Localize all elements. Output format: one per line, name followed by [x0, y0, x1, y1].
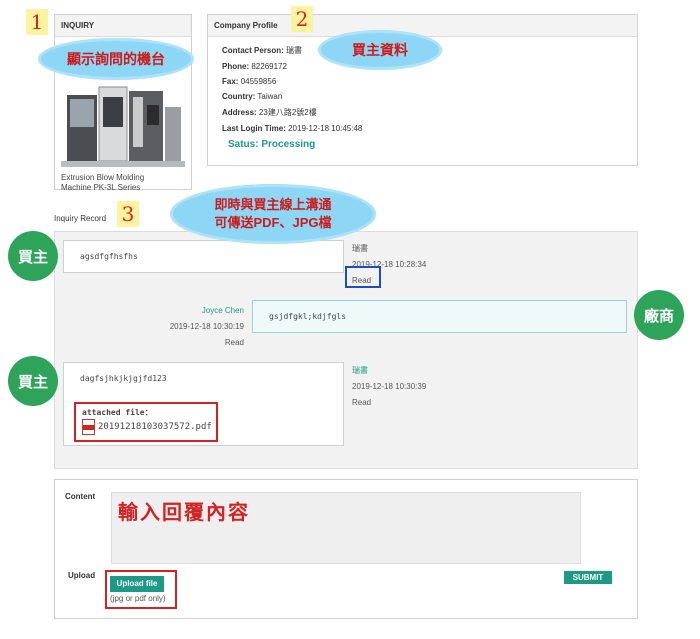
upload-hint: (jpg or pdf only): [110, 594, 166, 603]
message-meta: Joyce Chen 2019-12-18 10:30:19 Read: [150, 304, 244, 350]
vendor-badge: 廠商: [634, 290, 684, 340]
attached-file-label: attached file：: [82, 408, 153, 417]
sender-name: Joyce Chen: [201, 306, 244, 315]
pdf-icon: [82, 419, 95, 435]
machine-image: [61, 77, 185, 175]
product-caption[interactable]: Extrusion Blow Molding Machine PK-3L Ser…: [61, 173, 145, 192]
attachment-highlight: [74, 402, 218, 442]
attached-file-name[interactable]: 20191218103037572.pdf: [98, 422, 212, 432]
buyer-badge: 買主: [8, 231, 58, 281]
message-bubble: dagfsjhkjkjgjfd123 attached file： 201912…: [63, 362, 344, 446]
upload-label: Upload: [68, 571, 96, 580]
country-row: Country: Taiwan: [222, 92, 283, 101]
sender-name: 瑞書: [352, 244, 368, 253]
reply-hint-annotation: 輸入回覆內容: [118, 502, 250, 524]
annotation-cloud-machine: 顯示詢問的機台: [38, 38, 194, 80]
contact-row: Contact Person: 瑞書: [222, 46, 303, 55]
message-time: 2019-12-18 10:30:19: [169, 322, 244, 331]
fax-row: Fax: 04559856: [222, 77, 277, 86]
inquiry-header: INQUIRY: [55, 15, 191, 37]
address-row: Address: 23建八路2號2樓: [222, 108, 317, 117]
annotation-cloud-chat: 即時與買主線上溝通 可傳送PDF、JPG檔: [170, 184, 376, 244]
content-label: Content: [65, 492, 96, 501]
read-status: Read: [352, 398, 372, 407]
login-row: Last Login Time: 2019-12-18 10:45:48: [222, 124, 363, 133]
upload-file-button[interactable]: Upload file: [110, 576, 164, 592]
message-time: 2019-12-18 10:28:34: [352, 260, 427, 269]
message-meta: 瑞書 2019-12-18 10:28:34 Read: [352, 242, 426, 288]
buyer-badge: 買主: [8, 356, 58, 406]
message-meta: 瑞書 2019-12-18 10:30:39 Read: [352, 364, 426, 410]
message-bubble: agsdfgfhsfhs: [63, 240, 344, 273]
message-time: 2019-12-18 10:30:39: [352, 382, 427, 391]
read-status: Read: [352, 276, 372, 285]
profile-header: Company Profile: [208, 15, 637, 37]
content-textarea[interactable]: [111, 492, 581, 564]
reply-panel: Content Upload Upload file (jpg or pdf o…: [54, 479, 638, 619]
submit-button[interactable]: SUBMIT: [564, 571, 612, 584]
sender-name: 瑞書: [352, 366, 368, 375]
read-status: Read: [224, 338, 244, 347]
annotation-cloud-buyer-info: 買主資料: [318, 30, 442, 70]
inquiry-record-label: Inquiry Record: [54, 214, 107, 223]
phone-row: Phone: 82269172: [222, 62, 287, 71]
annotation-number-3: 3: [117, 201, 139, 227]
message-bubble: gsjdfgkl;kdjfgls: [252, 300, 627, 333]
annotation-number-2: 2: [291, 6, 313, 32]
annotation-number-1: 1: [26, 9, 48, 35]
status-text: Satus: Processing: [228, 139, 316, 150]
read-status-highlight: [345, 266, 381, 288]
attached-file-link[interactable]: 20191218103037572.pdf: [82, 419, 212, 435]
upload-highlight: [105, 570, 177, 609]
